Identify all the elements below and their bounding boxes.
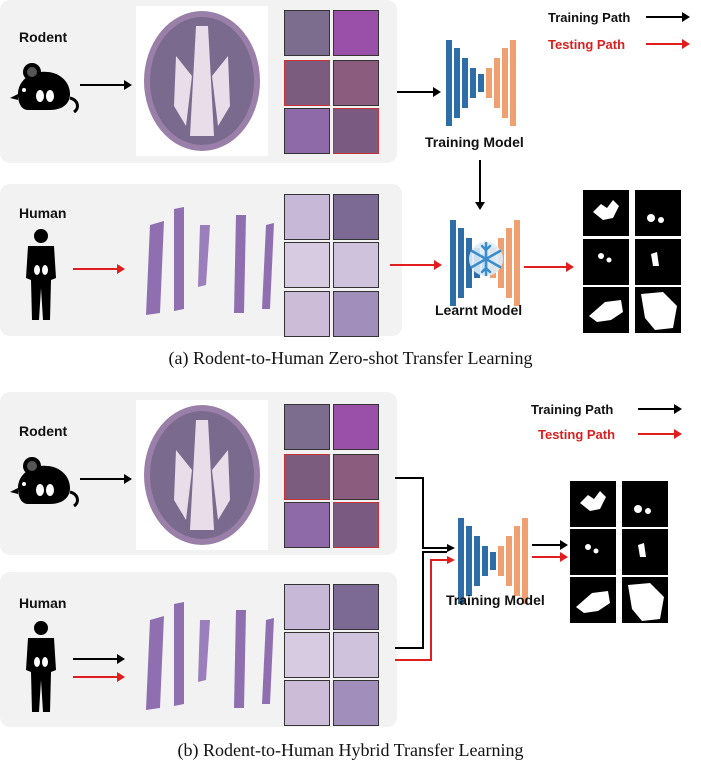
rodent-tile bbox=[333, 10, 379, 56]
panel-b-human-label: Human bbox=[19, 595, 67, 611]
legend-b-testing-path-label: Testing Path bbox=[538, 427, 616, 442]
human-tile bbox=[333, 194, 379, 240]
human-tile bbox=[284, 632, 330, 678]
mask-blobs-a bbox=[589, 200, 677, 330]
rodent-tile bbox=[284, 10, 330, 56]
legend-b-training-path-label: Training Path bbox=[531, 402, 614, 417]
human-tile bbox=[284, 680, 330, 726]
human-tile bbox=[333, 584, 379, 630]
panel-a-rodent-arrow bbox=[80, 80, 132, 90]
rodent-icon bbox=[10, 63, 79, 114]
rodent-icon bbox=[10, 457, 79, 508]
human-tile bbox=[333, 242, 379, 288]
panel-a-training-model-icon bbox=[446, 40, 516, 126]
legend-a-testing-path-label: Testing Path bbox=[548, 37, 626, 52]
panel-b-model-output-arrows bbox=[532, 540, 568, 562]
legend-b-testing-arrow bbox=[638, 429, 682, 439]
panel-a-rodent-to-model-arrow bbox=[397, 87, 441, 97]
panel-b-training-model-icon bbox=[458, 518, 528, 604]
panel-b-human-wsi bbox=[146, 602, 274, 710]
segmentation-mask bbox=[622, 481, 668, 527]
rodent-tile bbox=[333, 60, 379, 106]
legend-a-training-path-label: Training Path bbox=[548, 10, 631, 25]
panel-b-human-section bbox=[0, 572, 397, 727]
human-tile bbox=[333, 291, 379, 337]
panel-b-rodent-wsi bbox=[136, 400, 268, 550]
rodent-tile bbox=[284, 502, 330, 548]
panel-a-human-to-model-arrow bbox=[390, 260, 442, 270]
snowflake-icon bbox=[469, 241, 503, 277]
legend-b-training-arrow bbox=[638, 404, 682, 414]
legend-a-training-arrow bbox=[646, 12, 690, 22]
rodent-tile bbox=[333, 454, 379, 500]
panel-a-model-to-output-arrow bbox=[524, 262, 574, 272]
panel-b-rodent-label: Rodent bbox=[19, 423, 68, 439]
panel-b-rodent-arrow bbox=[80, 474, 132, 484]
rodent-tile bbox=[333, 108, 379, 154]
segmentation-mask bbox=[583, 239, 629, 285]
panel-a-rodent-wsi bbox=[136, 6, 268, 156]
legend-a-testing-arrow bbox=[646, 39, 690, 49]
panel-b-training-model-label: Training Model bbox=[446, 592, 545, 608]
panel-a-human-wsi bbox=[146, 207, 274, 315]
human-body-icon bbox=[26, 229, 56, 320]
mask-blobs-b bbox=[576, 491, 664, 621]
human-tile bbox=[333, 680, 379, 726]
human-tile bbox=[284, 194, 330, 240]
panel-b-caption: (b) Rodent-to-Human Hybrid Transfer Lear… bbox=[177, 740, 524, 760]
segmentation-mask bbox=[570, 529, 616, 575]
rodent-tile bbox=[284, 404, 330, 450]
rodent-tile bbox=[333, 502, 379, 548]
rodent-tile bbox=[284, 454, 330, 500]
human-tile bbox=[284, 242, 330, 288]
panel-a-caption: (a) Rodent-to-Human Zero-shot Transfer L… bbox=[168, 348, 533, 368]
panel-b-merge-connectors bbox=[395, 477, 455, 661]
panel-a-human-label: Human bbox=[19, 205, 67, 221]
rodent-tile bbox=[284, 108, 330, 154]
panel-a-training-model-label: Training Model bbox=[425, 134, 524, 150]
rodent-tile bbox=[333, 404, 379, 450]
human-tile bbox=[333, 632, 379, 678]
panel-b-human-training-arrow bbox=[73, 654, 125, 664]
panel-a-human-testing-arrow bbox=[73, 264, 125, 274]
segmentation-mask bbox=[635, 190, 681, 236]
rodent-tile bbox=[284, 60, 330, 106]
human-tile bbox=[284, 291, 330, 337]
panel-b-human-testing-arrow bbox=[73, 672, 125, 682]
human-body-icon bbox=[26, 621, 56, 712]
panel-a-rodent-label: Rodent bbox=[19, 29, 68, 45]
panel-a-learnt-model-label: Learnt Model bbox=[435, 302, 523, 318]
human-tile bbox=[284, 584, 330, 630]
panel-a-train-to-learnt-arrow bbox=[475, 160, 485, 210]
